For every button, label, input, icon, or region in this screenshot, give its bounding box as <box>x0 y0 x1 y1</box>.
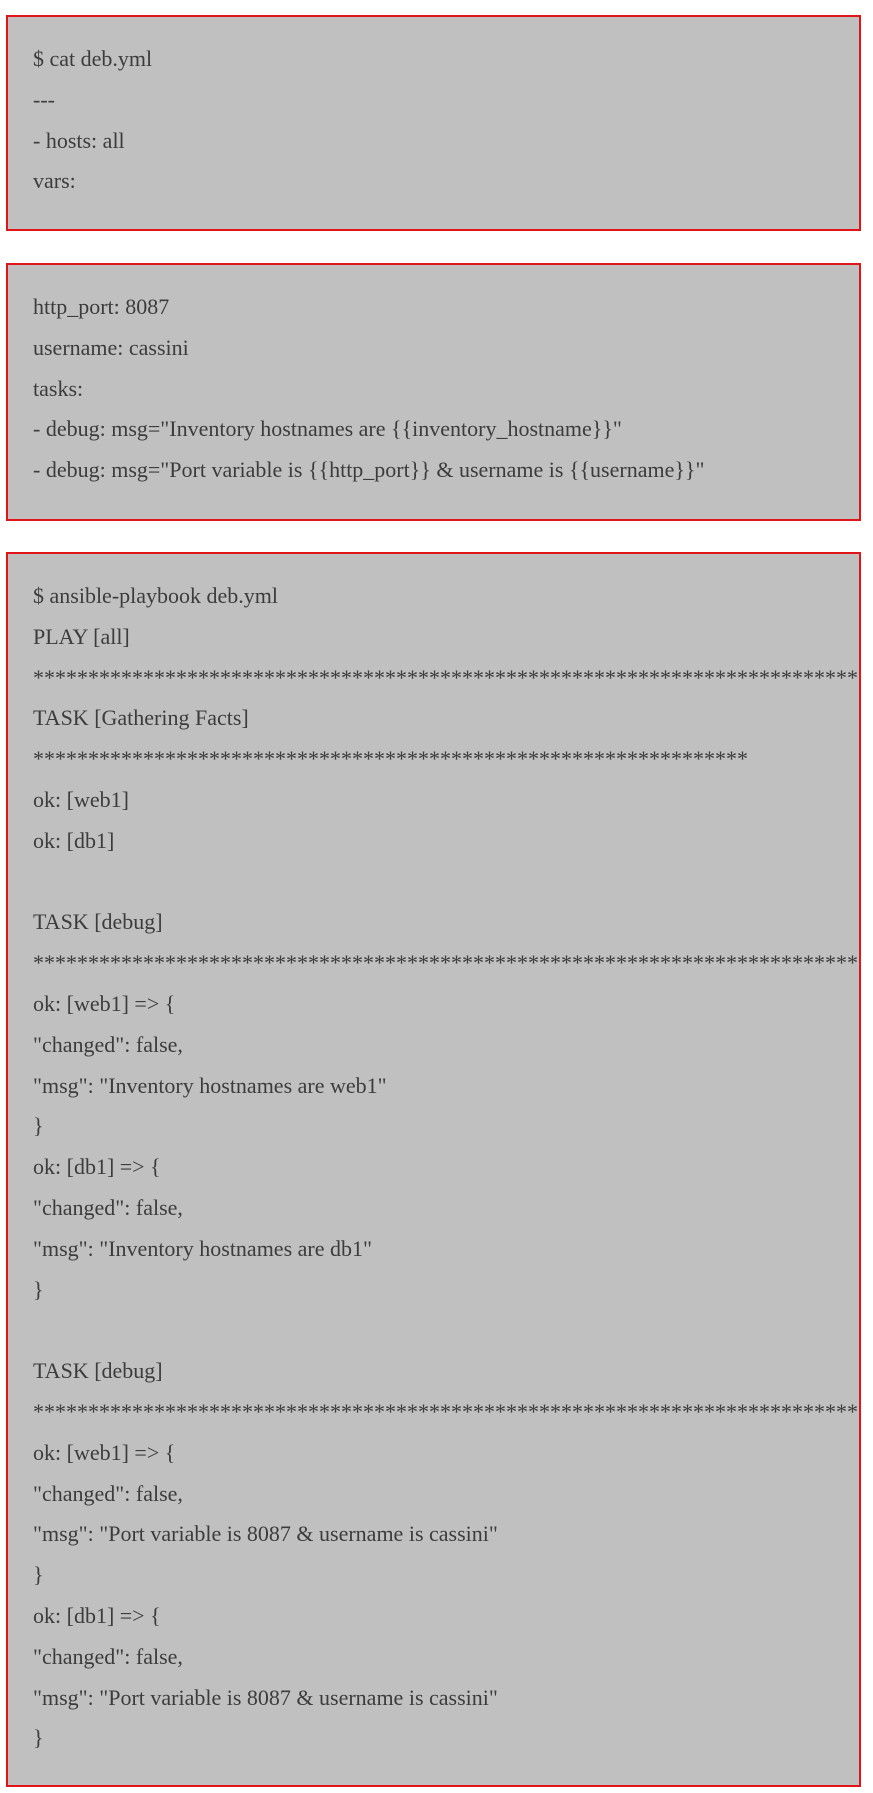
code-line: TASK [Gathering Facts] <box>33 705 249 731</box>
code-line: "changed": false, <box>33 1480 183 1506</box>
code-line: } <box>33 1725 44 1751</box>
code-line: TASK [debug] <box>33 1358 163 1384</box>
code-line: ok: [db1] => { <box>33 1154 161 1180</box>
code-line: - debug: msg="Inventory hostnames are {{… <box>33 416 622 442</box>
code-line: $ cat deb.yml <box>33 46 153 71</box>
code-line: --- <box>33 86 55 112</box>
code-line <box>33 1310 859 1351</box>
code-line: - debug: msg="Port variable is {{http_po… <box>33 457 705 483</box>
code-line: tasks: <box>33 375 84 401</box>
code-line: ****************************************… <box>33 746 748 772</box>
code-line: } <box>33 1562 44 1588</box>
code-line: "changed": false, <box>33 1194 183 1220</box>
code-line: ****************************************… <box>33 1398 861 1424</box>
code-line: ok: [web1] => { <box>33 1439 176 1465</box>
code-line: - hosts: all <box>33 127 125 153</box>
code-block-playbook-header: $ cat deb.yml --- - hosts: all vars: <box>6 15 861 231</box>
code-line: $ ansible-playbook deb.yml <box>33 583 279 608</box>
code-line: username: cassini <box>33 334 189 360</box>
code-line: PLAY [all] <box>33 623 130 649</box>
code-line: ****************************************… <box>33 664 861 690</box>
code-line: ok: [web1] <box>33 786 129 812</box>
code-line <box>33 862 859 903</box>
code-line: "changed": false, <box>33 1031 183 1057</box>
code-line: ok: [db1] => { <box>33 1602 161 1628</box>
code-line: "msg": "Port variable is 8087 & username… <box>33 1684 498 1710</box>
code-line: "msg": "Inventory hostnames are db1" <box>33 1235 372 1261</box>
code-line: } <box>33 1113 44 1139</box>
code-line: } <box>33 1276 44 1302</box>
code-line: ok: [web1] => { <box>33 990 176 1016</box>
code-line: ok: [db1] <box>33 827 115 853</box>
code-line: vars: <box>33 168 76 194</box>
code-line: ****************************************… <box>33 950 861 976</box>
code-line: "msg": "Port variable is 8087 & username… <box>33 1521 498 1547</box>
code-line: http_port: 8087 <box>33 294 170 319</box>
code-line: "msg": "Inventory hostnames are web1" <box>33 1072 387 1098</box>
code-line: "changed": false, <box>33 1643 183 1669</box>
code-block-playbook-output: $ ansible-playbook deb.yml PLAY [all] **… <box>6 552 861 1787</box>
code-line: TASK [debug] <box>33 909 163 935</box>
code-block-playbook-vars-tasks: http_port: 8087 username: cassini tasks:… <box>6 263 861 521</box>
